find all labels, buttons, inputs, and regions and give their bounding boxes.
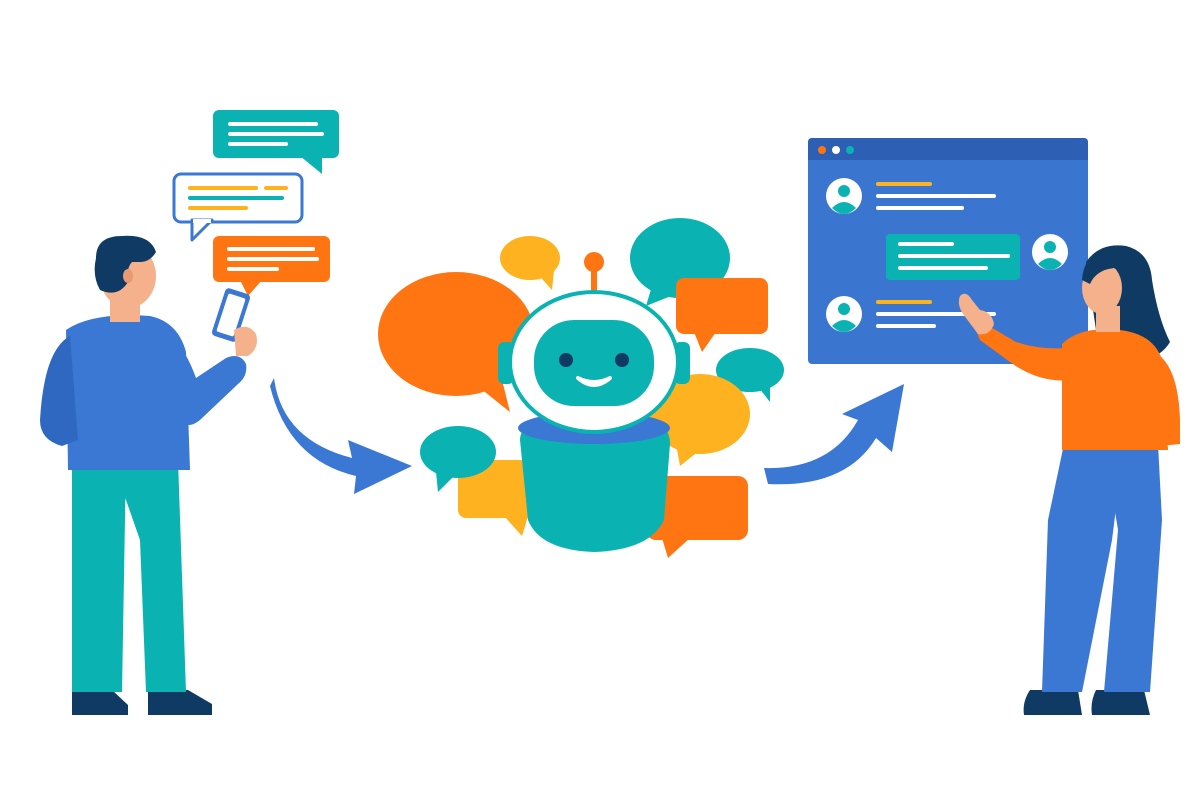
speech-bubble-icon	[716, 348, 784, 402]
chat-message	[826, 178, 996, 214]
speech-bubble-icon	[458, 460, 538, 536]
window-close-dot-icon	[818, 146, 826, 154]
speech-bubble-icon	[676, 278, 768, 352]
curved-arrow-icon	[270, 378, 412, 494]
speech-bubble-icon	[213, 110, 339, 174]
speech-bubble-icon	[172, 172, 304, 242]
smartphone-icon	[211, 288, 251, 342]
user-avatar-icon	[826, 296, 862, 332]
chatbot-cluster	[378, 218, 784, 558]
woman-pointing-icon	[958, 245, 1180, 715]
chat-window	[808, 138, 1088, 364]
man-with-phone-icon	[40, 235, 257, 715]
speech-bubble-icon	[500, 236, 560, 290]
speech-bubble-icon	[646, 476, 748, 558]
window-minimize-dot-icon	[832, 146, 840, 154]
speech-bubble-icon	[650, 374, 750, 466]
chatbot-robot-icon	[498, 252, 690, 552]
left-speech-bubbles	[172, 110, 339, 296]
speech-bubble-icon	[378, 272, 534, 412]
speech-bubble-icon	[420, 426, 496, 492]
user-avatar-icon	[826, 178, 862, 214]
window-maximize-dot-icon	[846, 146, 854, 154]
speech-bubble-icon	[213, 236, 330, 296]
chat-message	[886, 234, 1068, 280]
user-avatar-icon	[1032, 234, 1068, 270]
curved-arrow-icon	[764, 384, 904, 485]
